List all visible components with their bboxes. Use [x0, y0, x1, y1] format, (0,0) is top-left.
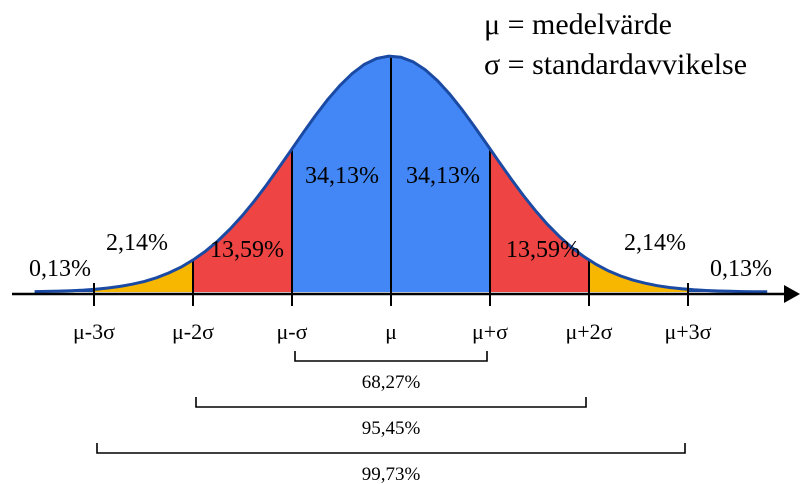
region-fill-1	[94, 260, 193, 292]
legend-sd: σ = standardavvikelse	[484, 48, 747, 81]
tick-label: μ+σ	[472, 319, 508, 344]
coverage-bracket	[96, 443, 686, 454]
coverage-bracket	[195, 397, 587, 408]
coverage-label: 99,73%	[362, 464, 421, 484]
legend: μ = medelvärde σ = standardavvikelse	[484, 8, 747, 81]
tick-label: μ+2σ	[565, 319, 612, 344]
x-axis	[12, 285, 800, 303]
region-percent-label: 13,59%	[506, 237, 580, 263]
region-fill-6	[589, 260, 688, 292]
region-percent-label: 2,14%	[624, 230, 686, 256]
region-fills	[34, 56, 768, 292]
region-percent-label: 13,59%	[210, 237, 284, 263]
tick-label: μ+3σ	[664, 319, 711, 344]
region-percent-label: 0,13%	[710, 256, 772, 282]
tick-label: μ-σ	[277, 319, 308, 344]
sd-dividers	[192, 56, 590, 292]
tick-label: μ-2σ	[172, 319, 214, 344]
x-axis-arrow-icon	[784, 285, 800, 303]
tick-label: μ-3σ	[73, 319, 115, 344]
coverage-brackets: 68,27% 95,45% 99,73%	[96, 351, 686, 484]
region-percent-label: 34,13%	[406, 163, 480, 189]
coverage-bracket	[294, 351, 488, 362]
region-percent-labels: 0,13% 2,14% 13,59% 34,13% 34,13% 13,59% 2,14% 0…	[29, 163, 772, 282]
region-percent-label: 2,14%	[106, 230, 168, 256]
tick-label: μ	[385, 319, 397, 344]
region-percent-label: 0,13%	[29, 256, 91, 282]
legend-mean: μ = medelvärde	[484, 8, 672, 41]
sd-ticks: μ-3σ μ-2σ μ-σ μ μ+σ μ+2σ μ+3σ	[73, 283, 712, 344]
region-percent-label: 34,13%	[305, 163, 379, 189]
coverage-label: 68,27%	[362, 372, 421, 393]
bell-curve	[34, 54, 768, 294]
coverage-label: 95,45%	[362, 418, 421, 439]
